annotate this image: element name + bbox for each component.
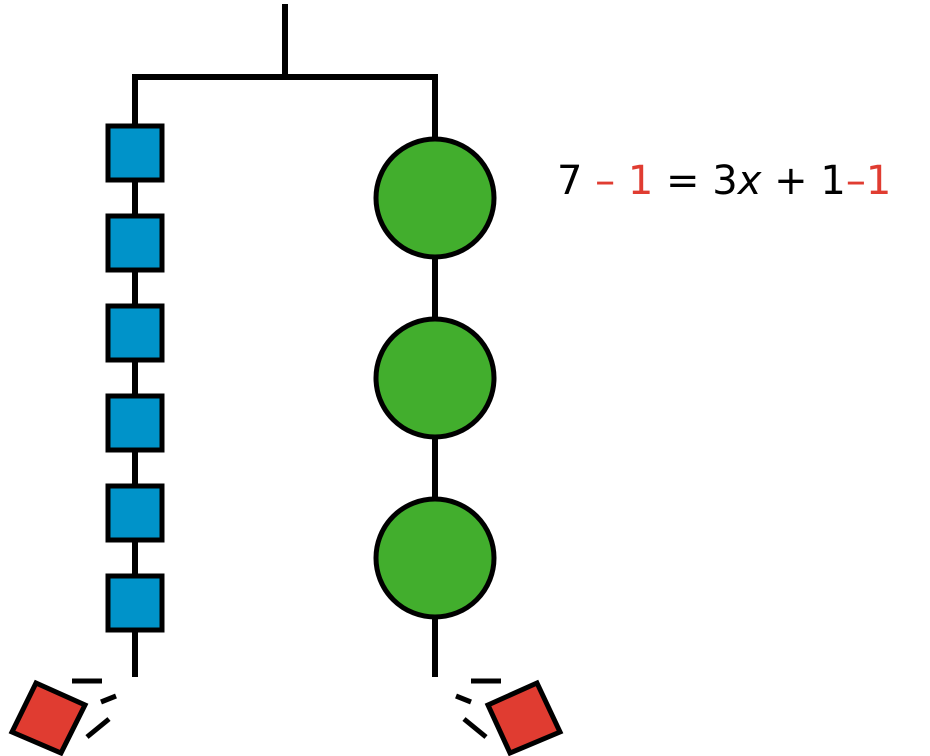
square-weight (105, 483, 165, 543)
eq-equals: = 3 (653, 158, 738, 204)
motion-lines (72, 678, 501, 739)
square-weight (105, 573, 165, 633)
eq-rhs-b: 1 (865, 158, 892, 204)
eq-lhs-b: 1 (627, 158, 654, 204)
removed-square-right (484, 679, 564, 756)
circle-weight (373, 136, 497, 260)
square-weight (105, 213, 165, 273)
eq-lhs-a: 7 (557, 158, 583, 204)
square-weight (105, 303, 165, 363)
eq-rhs-minus: – (845, 158, 866, 204)
eq-rhs-plus: + 1 (761, 158, 846, 204)
equation: 7 – 1 = 3x + 1–1 (557, 158, 891, 204)
square-weight (105, 393, 165, 453)
eq-variable: x (737, 158, 762, 204)
eq-lhs-minus: – (582, 158, 628, 204)
square-weight (105, 123, 165, 183)
removed-square-left (8, 679, 89, 756)
circle-weight (373, 316, 497, 440)
circle-weight (373, 496, 497, 620)
